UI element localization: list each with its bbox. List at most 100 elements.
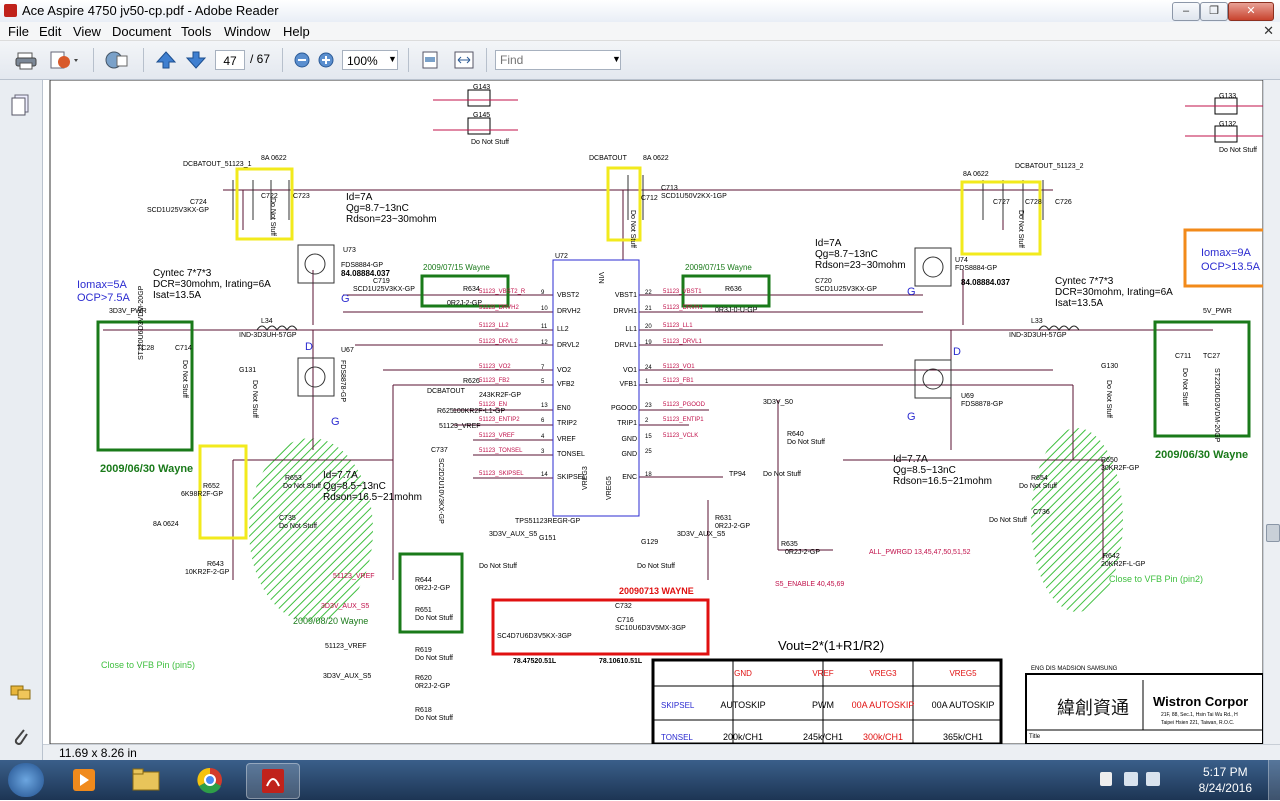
schematic-label: 51123_DRVH2 (479, 305, 519, 311)
schematic-label: 0R2J-2-GP (447, 300, 482, 307)
zoom-level-select[interactable]: 100% (342, 50, 398, 70)
chrome-icon[interactable] (184, 763, 236, 797)
schematic-label: R640 (787, 431, 804, 438)
schematic-label: 51123_LL2 (479, 323, 509, 329)
schematic-label: VFB2 (557, 381, 575, 388)
previous-page-icon[interactable] (154, 50, 178, 70)
zoom-out-icon[interactable] (290, 50, 314, 70)
schematic-label: Iomax=9A (1201, 247, 1251, 259)
yellow-box-r652 (198, 444, 248, 540)
menu-edit[interactable]: Edit (39, 24, 62, 39)
schematic-label: 14 (541, 472, 548, 478)
schematic-label: 10KR2F-2-GP (185, 569, 230, 576)
schematic-label: LL2 (557, 326, 569, 333)
schematic-label: 51123_SKIPSEL (479, 471, 524, 477)
schematic-label: Vout=2*(1+R1/R2) (778, 638, 884, 653)
pages-panel-icon[interactable] (10, 94, 30, 119)
find-chevron-down-icon[interactable]: ▼ (612, 54, 621, 64)
schematic-label: C727 (993, 199, 1010, 206)
schematic-label: 6K98R2F-GP (181, 491, 223, 498)
schematic-label: Close to VFB Pin (pin5) (101, 660, 195, 670)
fit-page-icon[interactable] (418, 50, 442, 70)
schematic-label: R635 (781, 541, 798, 548)
media-player-icon[interactable] (58, 763, 110, 797)
explorer-folder-icon[interactable] (120, 763, 172, 797)
print-icon[interactable] (14, 50, 38, 70)
schematic-label: 51123_FB1 (663, 378, 694, 384)
fit-width-icon[interactable] (452, 50, 476, 70)
schematic-label: R634 (463, 286, 480, 293)
schematic-label: DCR=30mohm, Irating=6A (153, 279, 271, 290)
schematic-label: 3D3V_AUX_S5 (489, 531, 537, 538)
collaborate-icon[interactable] (104, 50, 132, 70)
title-bar: Ace Aspire 4750 jv50-cp.pdf - Adobe Read… (0, 0, 1280, 23)
schematic-label: U72 (555, 253, 568, 260)
schematic-label: 1 (645, 379, 649, 385)
start-button-icon[interactable] (8, 763, 44, 797)
svg-text:D: D (305, 341, 313, 353)
schematic-label: Qg=8.5~13nC (323, 481, 386, 492)
schematic-label: Isat=13.5A (1055, 298, 1103, 309)
attachments-paperclip-icon[interactable] (10, 726, 30, 751)
schematic-label: SC10U6D3V5MX-3GP (615, 625, 686, 632)
volume-icon[interactable] (1146, 772, 1160, 786)
menu-help[interactable]: Help (283, 24, 310, 39)
menu-file[interactable]: File (8, 24, 29, 39)
schematic-label: G132 (1219, 121, 1236, 128)
schematic-label: SC2D2U10V3KX-GP (437, 458, 444, 524)
schematic-label: R651 (415, 607, 432, 614)
schematic-label: TP94 (729, 471, 746, 478)
svg-text:G: G (907, 286, 916, 298)
vertical-scrollbar[interactable] (1263, 80, 1280, 744)
restore-button[interactable]: ❐ (1200, 2, 1228, 21)
share-icon[interactable] (48, 50, 82, 70)
schematic-label: 51123_VREF (439, 423, 481, 430)
menu-view[interactable]: View (73, 24, 101, 39)
schematic-label: VREG3 (582, 466, 589, 490)
show-desktop-button[interactable] (1268, 760, 1280, 800)
adobe-reader-task-icon[interactable] (246, 763, 300, 799)
schematic-label: 6 (541, 418, 545, 424)
menu-tools[interactable]: Tools (181, 24, 212, 39)
navigation-pane (0, 80, 43, 760)
schematic-label: C713 (661, 185, 678, 192)
zoom-chevron-down-icon[interactable]: ▼ (388, 54, 397, 64)
menu-document[interactable]: Document (112, 24, 172, 39)
schematic-label: 5 (541, 379, 545, 385)
green-box-left (96, 320, 194, 452)
zoom-in-icon[interactable] (314, 50, 338, 70)
find-input[interactable] (495, 50, 621, 70)
menu-window[interactable]: Window (224, 24, 271, 39)
schematic-label: IND-3D3UH-57GP (1009, 332, 1067, 339)
schematic-label: Rdson=23~30mohm (346, 214, 437, 225)
schematic-label: 51123_DRVL1 (663, 339, 702, 345)
page-number-input[interactable]: 47 (215, 50, 245, 70)
schematic-label: 30KR2F-GP (1101, 465, 1139, 472)
network-icon[interactable] (1124, 772, 1138, 786)
comments-icon[interactable] (10, 684, 32, 705)
next-page-icon[interactable] (184, 50, 208, 70)
close-document-icon[interactable]: ✕ (1263, 23, 1274, 38)
schematic-label: ENC (622, 474, 637, 481)
schematic-label: 51123_VREF (325, 643, 367, 650)
scrollbar-thumb[interactable] (1266, 524, 1280, 542)
schematic-label: 2 (645, 418, 649, 424)
schematic-label: Do Not Stuff (989, 517, 1027, 524)
schematic-label: C723 (293, 193, 310, 200)
schematic-label: S5_ENABLE 40,45,69 (775, 581, 844, 588)
page-size-label: 11.69 x 8.26 in (59, 746, 137, 760)
schematic-label: OCP>7.5A (77, 292, 131, 304)
schematic-label: Rdson=23~30mohm (815, 260, 906, 271)
schematic-label: SCD1U50V2KX-1GP (661, 193, 727, 200)
schematic-label: VREG5 (949, 669, 977, 678)
schematic-label: Qg=8.7~13nC (815, 249, 878, 260)
action-center-flag-icon[interactable] (1100, 772, 1112, 786)
minimize-button[interactable]: – (1172, 2, 1200, 21)
clock[interactable]: 5:17 PM 8/24/2016 (1199, 764, 1252, 796)
schematic-label: 51123_ENTIP2 (479, 417, 520, 423)
schematic-label: 0R3J-0-U-GP (715, 307, 758, 314)
close-button[interactable]: ✕ (1228, 2, 1274, 21)
schematic-label: 2009/07/15 Wayne (423, 263, 490, 272)
schematic-label: Do Not Stuff (181, 360, 188, 398)
